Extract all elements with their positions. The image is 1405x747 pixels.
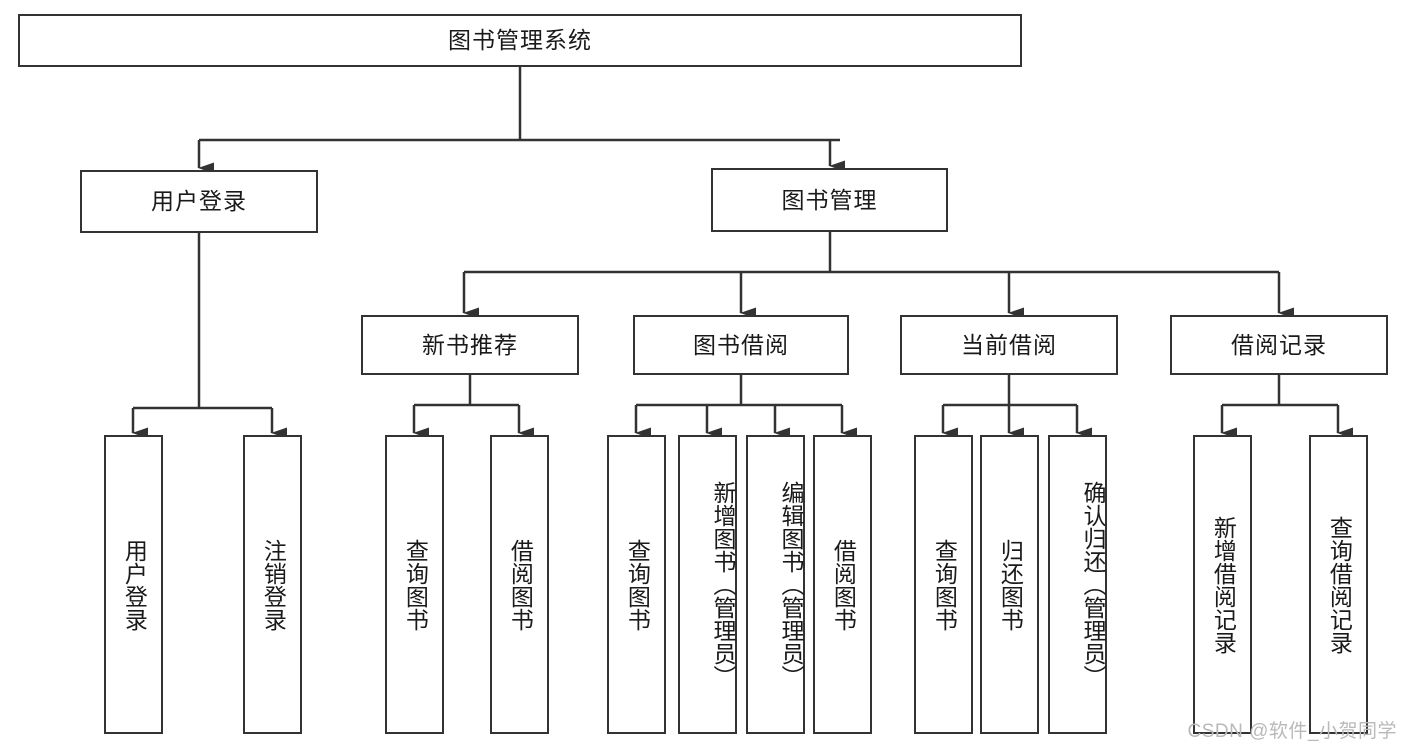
node-label: 借阅图书	[507, 538, 534, 631]
leaf-current-query-book[interactable]: 查询图书	[914, 435, 973, 734]
node-new-book-recommend[interactable]: 新书推荐	[361, 315, 579, 375]
leaf-borrow-query-book[interactable]: 查询图书	[607, 435, 666, 734]
node-label: 新书推荐	[422, 331, 518, 358]
node-label: 编辑图书（管理员）	[778, 481, 804, 688]
node-root-system[interactable]: 图书管理系统	[18, 14, 1022, 67]
node-book-management[interactable]: 图书管理	[711, 168, 948, 232]
leaf-user-login-login[interactable]: 用户登录	[104, 435, 163, 734]
watermark-text: CSDN @软件_小贺同学	[1187, 721, 1397, 742]
node-current-borrow[interactable]: 当前借阅	[900, 315, 1118, 375]
node-label: 当前借阅	[961, 331, 1057, 358]
leaf-borrow-add-book[interactable]: 新增图书（管理员）	[678, 435, 737, 734]
node-label: 归还图书	[997, 538, 1024, 631]
node-label: 查询借阅记录	[1326, 515, 1353, 654]
leaf-user-login-logout[interactable]: 注销登录	[243, 435, 302, 734]
node-label: 图书管理	[781, 186, 878, 213]
node-label: 用户登录	[151, 188, 247, 214]
node-label: 查询图书	[402, 538, 429, 631]
node-label: 新增图书（管理员）	[710, 481, 736, 688]
node-label: 借阅记录	[1231, 331, 1327, 358]
node-label: 新增借阅记录	[1210, 515, 1237, 654]
leaf-current-return-book[interactable]: 归还图书	[980, 435, 1039, 734]
node-label: 注销登录	[260, 538, 287, 631]
node-user-login[interactable]: 用户登录	[80, 170, 318, 233]
leaf-borrow-borrow-book[interactable]: 借阅图书	[813, 435, 872, 734]
leaf-records-add-record[interactable]: 新增借阅记录	[1193, 435, 1252, 734]
leaf-new-book-query[interactable]: 查询图书	[385, 435, 444, 734]
node-label: 图书借阅	[693, 331, 789, 358]
node-label: 确认归还（管理员）	[1080, 481, 1106, 688]
leaf-new-book-borrow[interactable]: 借阅图书	[490, 435, 549, 734]
node-book-borrow[interactable]: 图书借阅	[633, 315, 849, 375]
leaf-borrow-edit-book[interactable]: 编辑图书（管理员）	[746, 435, 805, 734]
node-label: 查询图书	[624, 538, 651, 631]
node-label: 用户登录	[121, 538, 148, 631]
node-label: 查询图书	[931, 538, 958, 631]
leaf-current-confirm-return[interactable]: 确认归还（管理员）	[1048, 435, 1107, 734]
node-borrow-records[interactable]: 借阅记录	[1170, 315, 1388, 375]
node-label: 图书管理系统	[448, 27, 592, 53]
node-label: 借阅图书	[830, 538, 857, 631]
leaf-records-query-record[interactable]: 查询借阅记录	[1309, 435, 1368, 734]
